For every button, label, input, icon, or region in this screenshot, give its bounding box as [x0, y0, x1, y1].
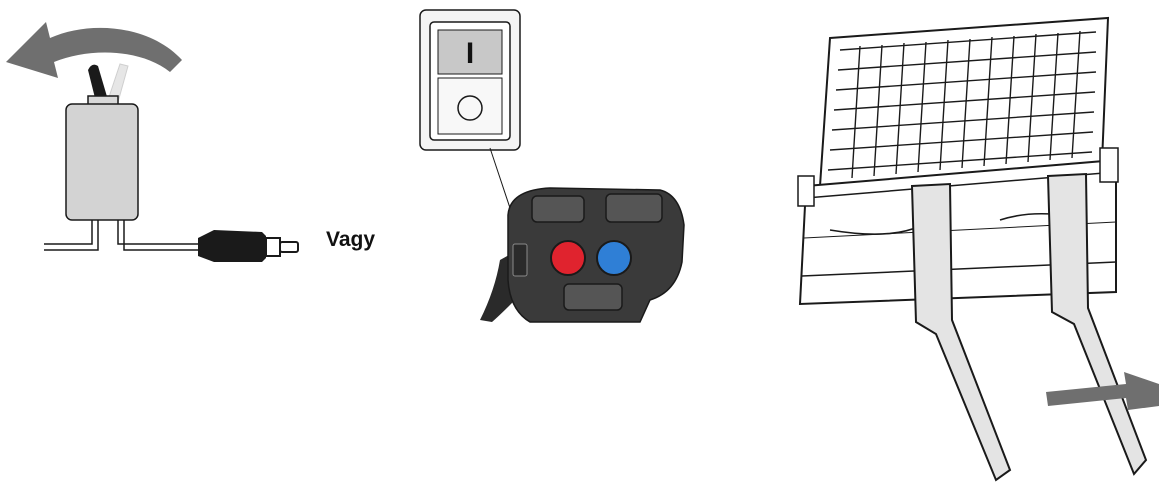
- joystick-panel: I: [400, 0, 700, 340]
- joystick-handle-icon: [480, 187, 685, 323]
- connector-plug-icon: [198, 230, 299, 262]
- rocker-on-symbol: I: [466, 37, 474, 70]
- toggle-switch-icon: [6, 22, 299, 262]
- pallet-fork-panel: [770, 0, 1159, 488]
- rocker-switch-icon: I: [419, 9, 521, 151]
- toggle-switch-panel: [0, 0, 330, 488]
- curved-arrow-icon: [6, 22, 182, 78]
- pallet-fork-icon: [797, 16, 1159, 482]
- or-label: Vagy: [326, 228, 376, 251]
- direction-arrow-icon: [1046, 372, 1159, 410]
